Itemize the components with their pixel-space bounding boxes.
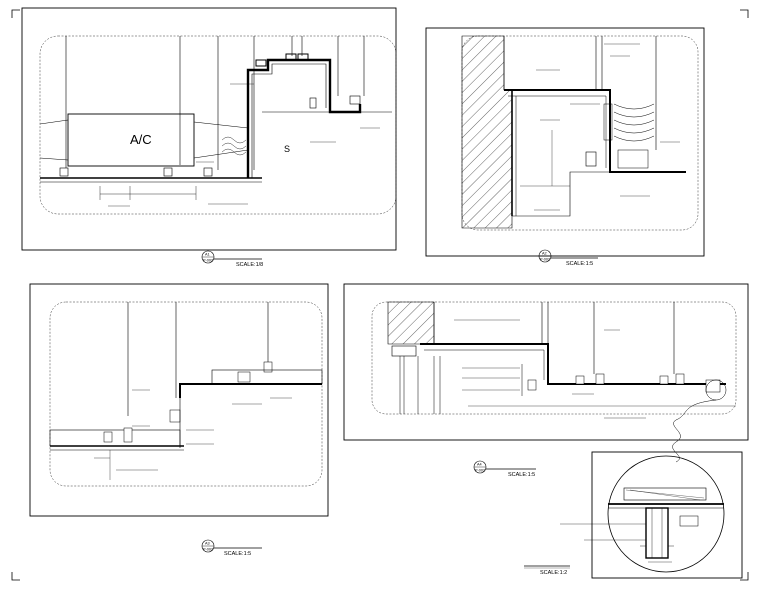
supply-label: S <box>284 144 290 154</box>
panel-top-left: A/C <box>21 7 397 268</box>
viewport-boundary-bl <box>49 301 323 487</box>
scale-bl: SCALE:1:5 <box>224 551 251 557</box>
ac-unit <box>67 113 195 167</box>
viewport-boundary-br <box>371 301 737 415</box>
title-no-bl: A3 <box>205 542 210 546</box>
title-ref-tr: P-002 <box>540 258 550 262</box>
panel-detail: SCALE:1:2 <box>524 451 743 579</box>
ac-label: A/C <box>130 132 152 147</box>
panel-bottom-left: A3 P-002 SCALE:1:5 <box>29 283 329 557</box>
scale-tl: SCALE:1/8 <box>236 262 263 268</box>
detail-circle <box>607 455 725 573</box>
sheet-corner-marks <box>11 9 749 581</box>
scale-tr: SCALE:1:5 <box>566 261 593 267</box>
scale-detail: SCALE:1:2 <box>540 570 567 576</box>
panel-top-right: A2 P-002 SCALE:1:5 <box>425 27 705 267</box>
panel-bottom-right: A4 P-002 SCALE:1:5 <box>343 283 749 478</box>
title-no-tl: A1 <box>205 253 210 257</box>
title-no-tr: A2 <box>542 252 547 256</box>
title-no-br: A4 <box>477 463 482 467</box>
title-ref-br: P-002 <box>475 469 485 473</box>
title-ref-tl: P-002 <box>203 259 213 263</box>
scale-br: SCALE:1:5 <box>508 472 535 478</box>
title-ref-bl: P-002 <box>203 548 213 552</box>
